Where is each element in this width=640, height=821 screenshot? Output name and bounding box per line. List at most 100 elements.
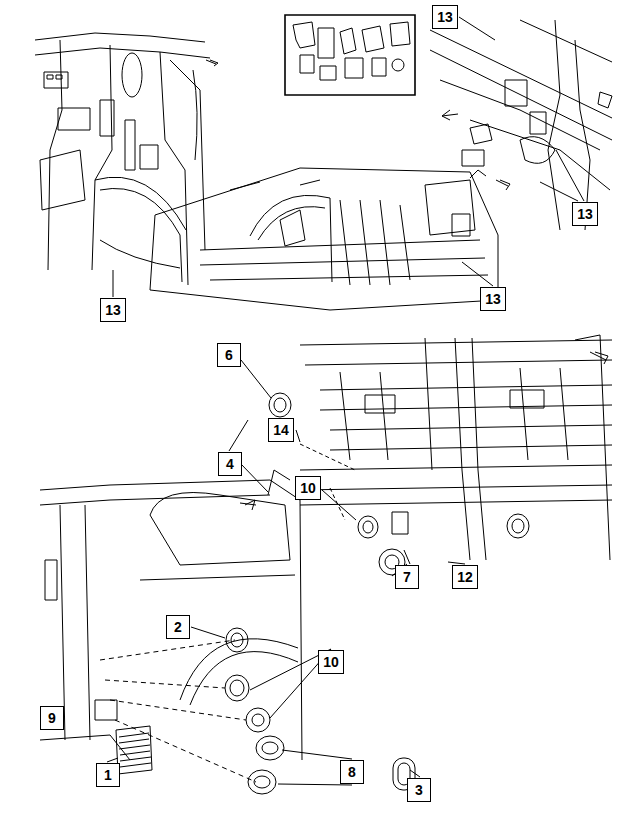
inset-parts	[285, 15, 415, 95]
callout-number: 7	[403, 570, 411, 584]
illustration-line	[305, 360, 612, 365]
illustration-line	[318, 28, 334, 58]
illustration-line	[300, 465, 612, 490]
illustration-line	[362, 26, 384, 52]
callout-box: 3	[407, 778, 431, 802]
callout-box: 6	[217, 343, 241, 367]
illustration-line	[392, 512, 408, 534]
illustration-line	[365, 395, 395, 413]
callout-box: 9	[40, 706, 64, 730]
floor-panel	[300, 335, 612, 560]
illustration-line	[363, 521, 373, 533]
illustration-line	[340, 28, 356, 54]
illustration-line	[340, 200, 410, 285]
illustration-line	[150, 215, 155, 290]
illustration-line	[268, 470, 290, 495]
illustration-line	[95, 700, 117, 720]
illustration-line	[119, 733, 151, 767]
callout-number: 4	[226, 457, 234, 471]
illustration-line	[425, 338, 432, 470]
callout-number: 13	[105, 303, 121, 317]
illustration-line	[125, 120, 135, 170]
illustration-line	[225, 675, 249, 701]
illustration-line	[246, 708, 270, 732]
callout-number: 3	[415, 783, 423, 797]
quarter-panel	[40, 470, 415, 794]
illustration-line	[40, 495, 270, 505]
illustration-line	[122, 53, 142, 97]
callout-number: 10	[323, 655, 339, 669]
illustration-line	[40, 480, 302, 760]
illustration-line	[45, 560, 57, 600]
illustration-line	[230, 180, 320, 190]
illustration-line	[150, 493, 290, 566]
illustration-line	[425, 180, 475, 235]
illustration-line	[47, 75, 53, 79]
illustration-line	[296, 430, 300, 442]
illustration-line	[459, 17, 495, 40]
illustration-line	[100, 240, 180, 268]
illustration-line	[507, 514, 529, 538]
illustration-line	[115, 720, 256, 782]
illustration-line	[56, 75, 62, 79]
callout-box: 13	[100, 298, 126, 322]
illustration-line	[392, 59, 404, 71]
plugs	[269, 393, 529, 575]
callout-number: 13	[577, 207, 593, 221]
illustration-line	[160, 52, 188, 285]
callout-number: 13	[485, 292, 501, 306]
illustration-line	[470, 170, 486, 178]
illustration-line	[285, 15, 415, 95]
illustration-line	[520, 20, 612, 62]
illustration-line	[320, 66, 336, 80]
illustration-line	[256, 736, 284, 760]
illustration-line	[300, 444, 355, 470]
illustration-line	[345, 58, 363, 78]
illustration-line	[190, 652, 298, 705]
illustration-line	[240, 500, 256, 510]
illustration-line	[200, 240, 488, 280]
callout-number: 1	[104, 768, 112, 782]
top-right-panel	[430, 20, 612, 230]
illustration-line	[248, 770, 276, 794]
callout-box: 8	[340, 760, 364, 784]
callout-box: 13	[480, 287, 506, 311]
illustration-line	[320, 385, 612, 450]
illustration-line	[155, 168, 498, 290]
illustration-line	[258, 207, 325, 240]
callout-number: 14	[273, 423, 289, 437]
illustration-line	[191, 627, 225, 638]
illustration-line	[35, 48, 210, 58]
callout-box: 1	[96, 763, 120, 787]
leader-lines	[107, 17, 584, 785]
illustration-line	[540, 150, 584, 201]
illustration-line	[410, 770, 420, 777]
illustration-line	[462, 150, 484, 166]
illustration-line	[250, 195, 332, 282]
illustration-line	[241, 360, 271, 398]
callout-box: 12	[452, 565, 478, 589]
illustration-line	[442, 110, 458, 120]
illustration-line	[452, 214, 470, 236]
illustration-line	[140, 145, 158, 169]
illustration-line	[206, 60, 218, 66]
callout-box: 10	[295, 476, 321, 500]
illustration-line	[107, 758, 118, 762]
illustration-line	[520, 137, 555, 164]
callout-number: 12	[457, 570, 473, 584]
illustration-line	[113, 270, 114, 297]
callout-number: 13	[437, 10, 453, 24]
callout-box: 4	[218, 452, 242, 476]
illustration-line	[116, 726, 152, 774]
callout-number: 6	[225, 348, 233, 362]
illustration-line	[448, 562, 465, 564]
callout-number: 10	[300, 481, 316, 495]
illustration-line	[252, 714, 264, 726]
illustration-line	[226, 628, 248, 652]
illustration-line	[58, 108, 90, 130]
illustration-line	[462, 262, 493, 286]
illustration-line	[262, 742, 278, 754]
callout-number: 8	[348, 765, 356, 779]
illustration-line	[293, 22, 315, 48]
